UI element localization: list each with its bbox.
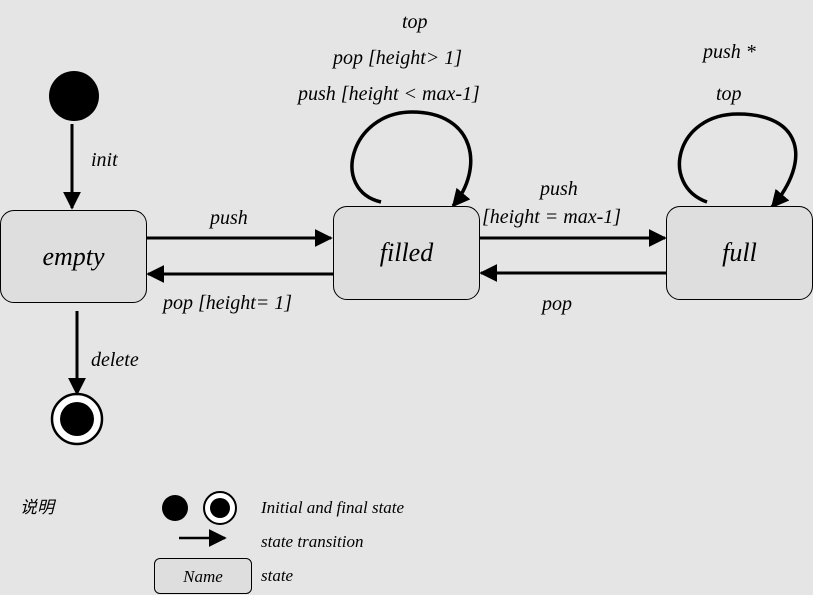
- label-full-self-top: top: [716, 83, 742, 105]
- legend-state-sample-label: Name: [183, 566, 223, 586]
- label-filled-to-empty: pop [height= 1]: [163, 292, 293, 314]
- label-filled-self-pop: pop [height> 1]: [333, 47, 463, 69]
- label-delete: delete: [91, 349, 139, 371]
- legend-final-symbol: [203, 491, 237, 525]
- label-init: init: [91, 149, 118, 171]
- state-full: full: [666, 206, 813, 300]
- legend-state-sample: Name: [154, 558, 252, 594]
- final-state-symbol: [50, 392, 104, 446]
- legend-state-label: state: [261, 566, 294, 585]
- label-filled-self-push: push [height < max-1]: [298, 83, 480, 105]
- full-self-loop-arrow: [677, 112, 798, 209]
- label-full-self-push: push *: [703, 41, 756, 63]
- label-full-to-filled: pop: [542, 293, 572, 315]
- legend-title: 说明: [20, 498, 54, 517]
- state-empty: empty: [0, 210, 147, 303]
- filled-self-loop-arrow: [350, 110, 473, 208]
- label-empty-to-filled: push: [210, 207, 248, 229]
- state-empty-label: empty: [42, 241, 105, 271]
- label-filled-to-full-2: [height = max-1]: [482, 206, 622, 228]
- state-filled-label: filled: [379, 238, 434, 267]
- initial-state-dot: [49, 71, 99, 121]
- legend-initial-final-label: Initial and final state: [261, 498, 405, 517]
- label-filled-self-top: top: [402, 11, 428, 33]
- state-full-label: full: [722, 238, 757, 267]
- label-filled-to-full-1: push: [540, 178, 578, 200]
- legend-initial-dot: [162, 495, 188, 521]
- legend-transition-label: state transition: [261, 532, 364, 551]
- state-filled: filled: [333, 206, 480, 300]
